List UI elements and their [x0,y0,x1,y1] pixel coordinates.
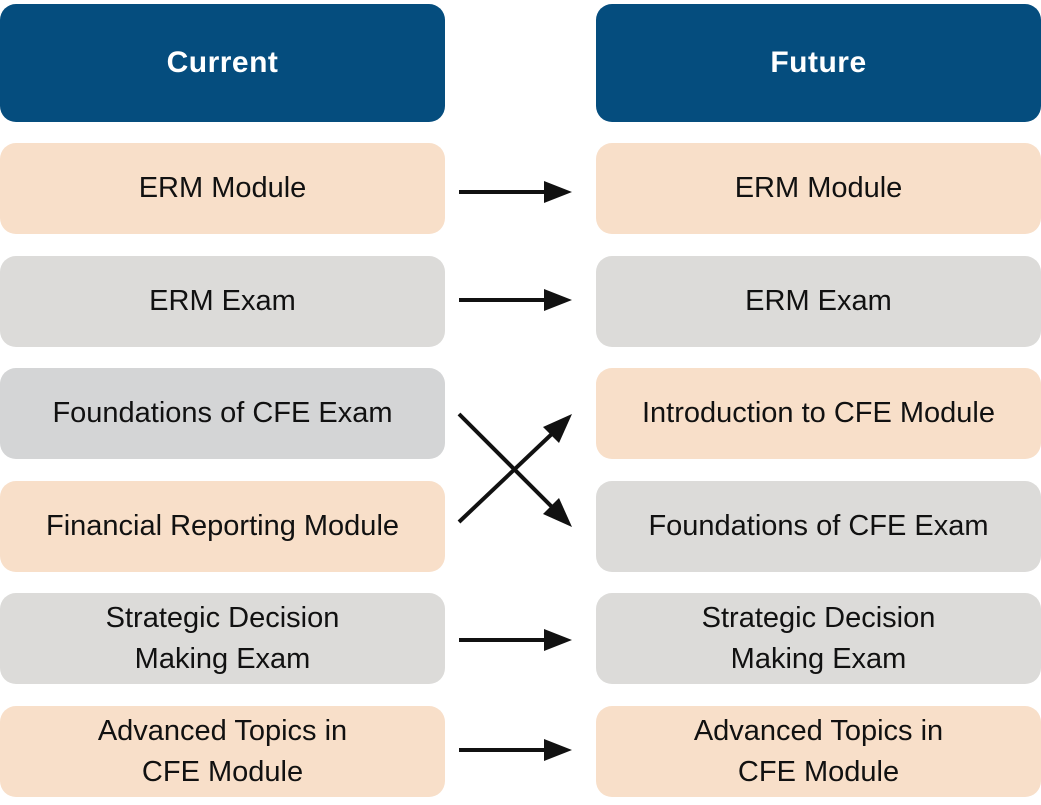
future-label: Advanced Topics in CFE Module [693,715,944,788]
future-box-erm-exam: ERM Exam [596,256,1041,347]
arrow-erm-exam [459,289,572,311]
arrow-financial-reporting-to-intro [457,414,572,524]
future-label: ERM Exam [745,285,892,318]
future-box-intro-cfe-module: Introduction to CFE Module [596,368,1041,459]
future-label: Introduction to CFE Module [641,397,995,430]
future-box-advanced-topics-module: Advanced Topics in CFE Module [596,706,1041,797]
current-label: ERM Exam [149,285,296,318]
future-box-strategic-decision-exam: Strategic Decision Making Exam [596,593,1041,684]
current-box-financial-reporting-module: Financial Reporting Module [0,481,445,572]
future-label: ERM Module [734,172,903,205]
current-box-strategic-decision-exam: Strategic Decision Making Exam [0,593,445,684]
future-label: Strategic Decision Making Exam [701,602,936,675]
header-current-label: Current [166,46,279,80]
current-label: Strategic Decision Making Exam [105,602,340,675]
current-box-erm-exam: ERM Exam [0,256,445,347]
future-label: Foundations of CFE Exam [648,510,989,543]
current-label: Advanced Topics in CFE Module [97,715,348,788]
current-box-advanced-topics-module: Advanced Topics in CFE Module [0,706,445,797]
current-box-foundations-cfe-exam: Foundations of CFE Exam [0,368,445,459]
current-label: Foundations of CFE Exam [52,397,393,430]
arrow-erm-module [459,181,572,203]
arrow-advanced-topics [459,739,572,761]
header-future: Future [596,4,1041,122]
current-box-erm-module: ERM Module [0,143,445,234]
header-current: Current [0,4,445,122]
arrow-foundations-to-foundations [457,412,572,527]
future-box-foundations-cfe-exam: Foundations of CFE Exam [596,481,1041,572]
current-label: Financial Reporting Module [45,510,400,543]
current-label: ERM Module [138,172,307,205]
future-box-erm-module: ERM Module [596,143,1041,234]
arrow-strategic-decision [459,629,572,651]
header-future-label: Future [770,46,867,80]
